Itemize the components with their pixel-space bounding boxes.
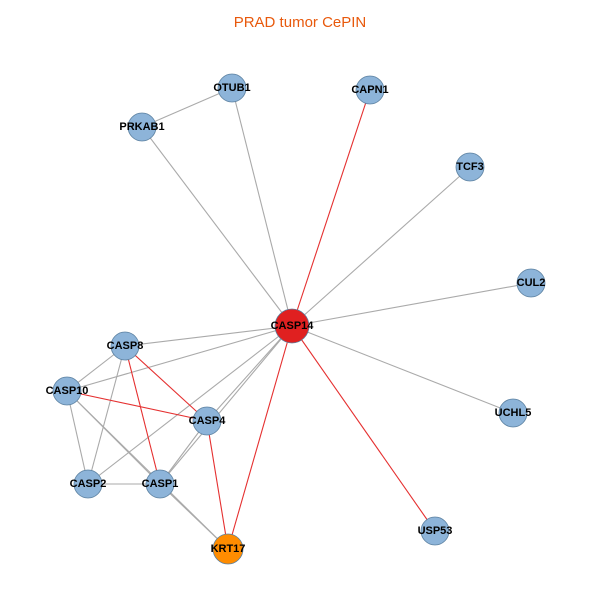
edge-CASP14-PRKAB1 (141, 126, 293, 327)
node-circle (110, 331, 140, 361)
node-TCF3: TCF3 (455, 152, 485, 182)
node-circle (516, 268, 546, 298)
node-label: PRKAB1 (119, 121, 164, 133)
edge-CASP14-CASP10 (66, 325, 293, 392)
edge-CASP4-KRT17 (206, 420, 229, 550)
edge-CASP10-CASP2 (66, 390, 89, 485)
node-label: OTUB1 (213, 82, 250, 94)
node-circle (145, 469, 175, 499)
node-CASP1: CASP1 (142, 469, 179, 499)
nodes-layer: OTUB1 CAPN1PRKAB1TCF3CUL2CASP14CASP8CASP1… (46, 73, 546, 565)
node-circle (127, 112, 157, 142)
node-CASP2: CASP2 (70, 469, 107, 499)
node-UCHL5: UCHL5 (495, 398, 532, 428)
node-CASP4: CASP4 (189, 406, 227, 436)
chart-title: PRAD tumor CePIN (233, 14, 367, 31)
node-label: KRT17 (211, 543, 246, 555)
node-circle (420, 516, 450, 546)
edge-CASP14-UCHL5 (291, 325, 514, 414)
edge-CASP10-KRT17 (66, 390, 229, 550)
node-circle (73, 469, 103, 499)
node-CASP8: CASP8 (107, 331, 144, 361)
node-CAPN1: CAPN1 (351, 75, 389, 105)
edge-CASP14-CUL2 (291, 282, 532, 327)
node-label: CASP8 (107, 340, 144, 352)
edge-CASP14-CASP8 (124, 325, 293, 347)
edge-CASP14-CASP4 (206, 325, 293, 422)
edge-CASP8-CASP2 (87, 345, 126, 485)
node-CASP14: CASP14 (271, 308, 315, 344)
edge-PRKAB1-OTUB1 (141, 87, 233, 128)
node-circle (52, 376, 82, 406)
node-label: CASP1 (142, 478, 179, 490)
node-circle (274, 308, 310, 344)
edge-CASP8-CASP1 (124, 345, 161, 485)
node-label: TCF3 (456, 161, 484, 173)
edge-CASP14-OTUB1 (231, 87, 293, 327)
edge-CASP14-CAPN1 (291, 89, 371, 327)
node-KRT17: KRT17 (211, 533, 246, 565)
node-circle (212, 533, 244, 565)
node-label: CASP4 (189, 415, 227, 427)
node-circle (217, 73, 247, 103)
node-label: CAPN1 (351, 84, 388, 96)
node-label: CASP14 (271, 320, 315, 332)
node-CASP10: CASP10 (46, 376, 89, 406)
node-circle (498, 398, 528, 428)
node-circle (455, 152, 485, 182)
edge-CASP14-CASP1 (159, 325, 293, 485)
node-PRKAB1: PRKAB1 (119, 112, 165, 142)
edge-CASP14-USP53 (291, 325, 436, 532)
edge-CASP14-KRT17 (227, 325, 293, 550)
node-label: UCHL5 (495, 407, 532, 419)
edge-CASP8-CASP4 (124, 345, 208, 422)
edge-CASP14-TCF3 (291, 166, 471, 327)
node-circle (355, 75, 385, 105)
node-label: CUL2 (517, 277, 546, 289)
node-label: USP53 (418, 525, 453, 537)
edge-CASP10-CASP4 (66, 390, 208, 422)
node-OTUB1: OTUB1 (213, 73, 251, 103)
node-USP53: USP53 (418, 516, 453, 546)
node-CUL2: CUL2 (516, 268, 546, 298)
node-label: CASP2 (70, 478, 107, 490)
node-label: CASP10 (46, 385, 89, 397)
node-circle (192, 406, 222, 436)
